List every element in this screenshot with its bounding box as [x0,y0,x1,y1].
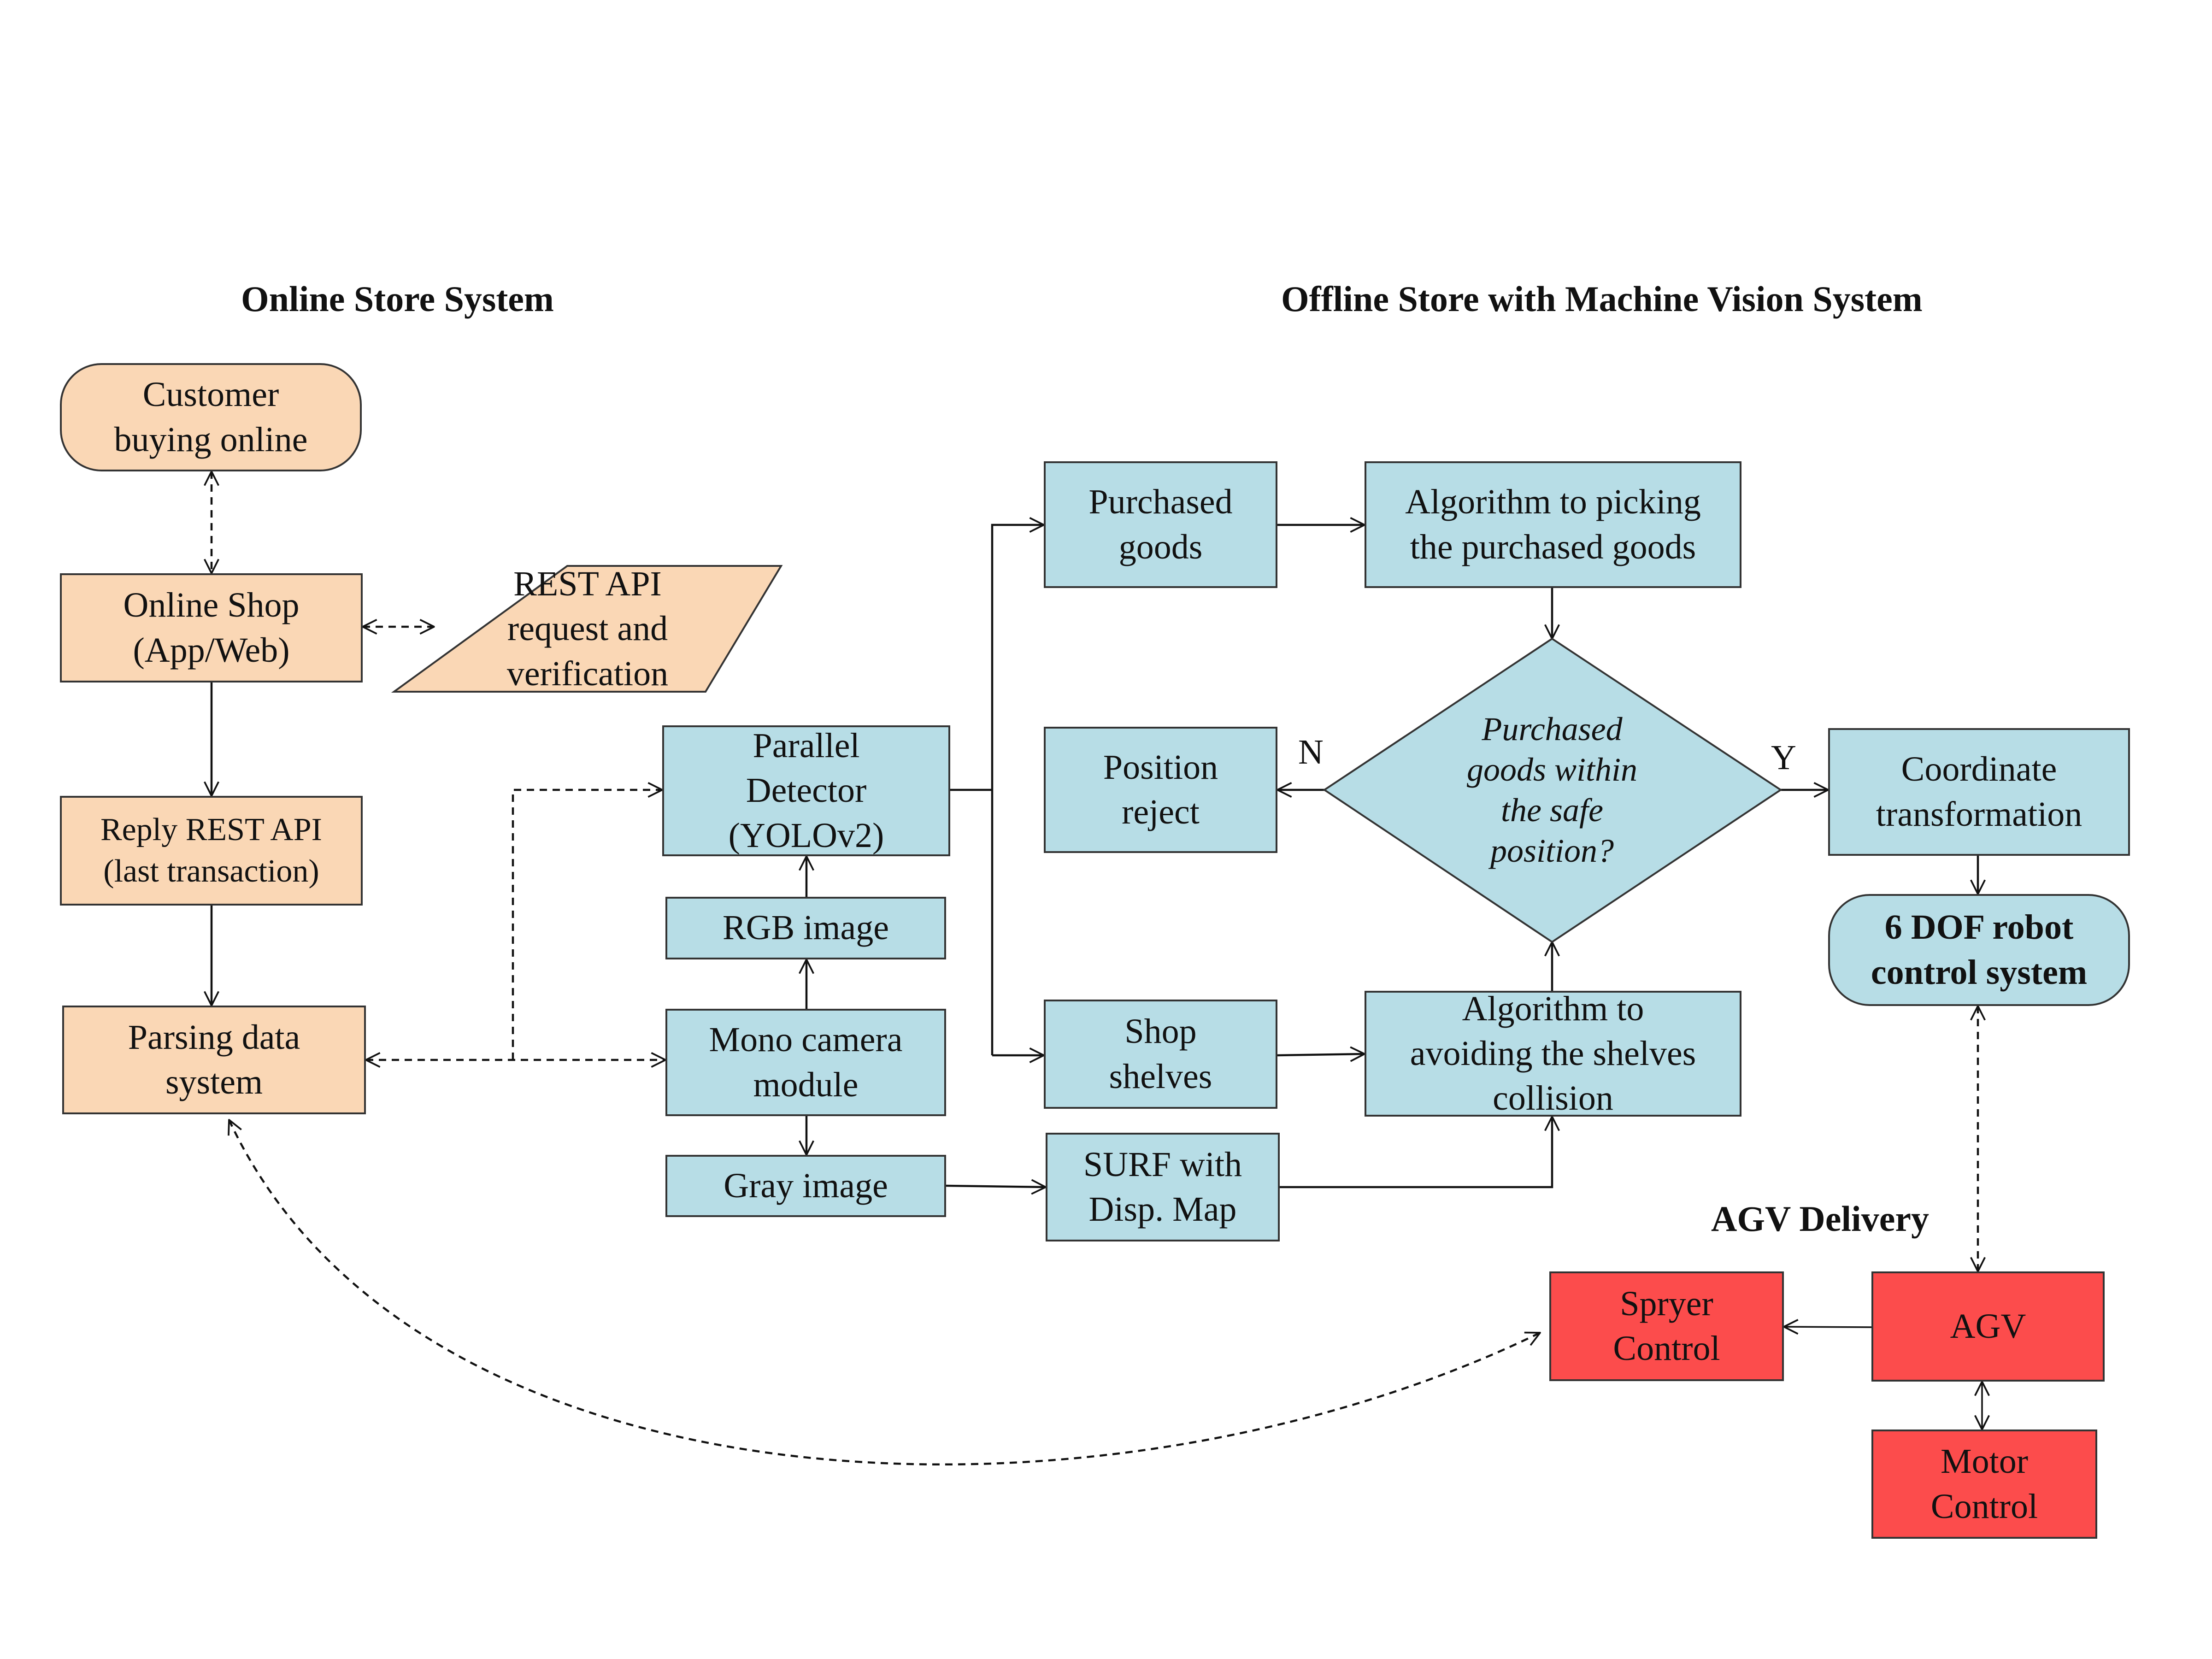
edge-surf-avoiding [1280,1117,1552,1188]
online-shop-node: Online Shop(App/Web) [60,573,363,682]
agv-node: AGV [1871,1271,2105,1382]
gray-image-node: Gray image [665,1155,946,1217]
edge-detector-purchased [991,525,1044,1055]
rest-api-parallelogram [391,565,783,693]
edge-gray-surf [946,1186,1046,1187]
agv-section-title: AGV Delivery [1711,1199,1929,1239]
reply-rest-api-node: Reply REST API(last transaction) [60,796,363,906]
edge-parsing-detector [512,790,662,1060]
offline-section-title: Offline Store with Machine Vision System [1281,279,1923,319]
online-section-title: Online Store System [241,279,554,319]
yes-label: Y [1771,738,1796,777]
decision-diamond [1323,637,1783,943]
edge-parsing-sprayer [229,1120,1540,1466]
edge-shelves-avoiding [1277,1054,1365,1055]
no-label: N [1298,733,1324,771]
rgb-image-node: RGB image [665,897,946,959]
